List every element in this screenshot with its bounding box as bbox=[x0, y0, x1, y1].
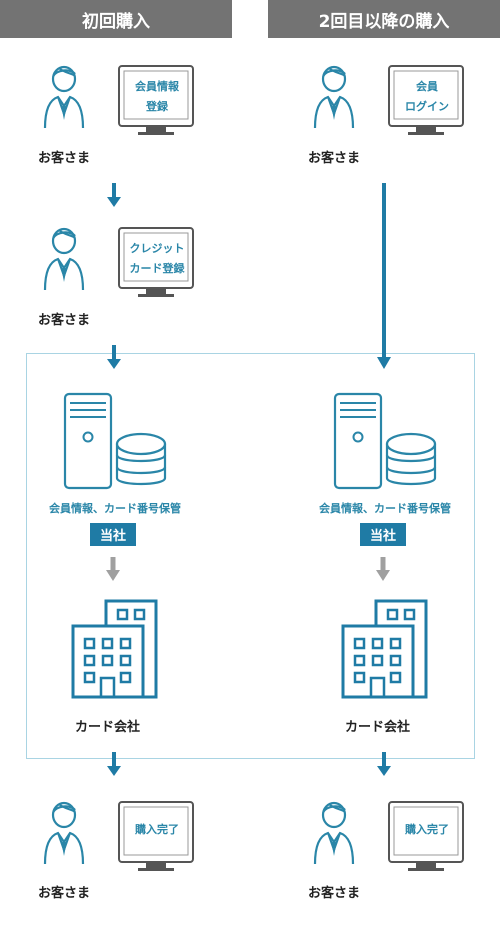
person-icon bbox=[43, 65, 85, 130]
building-icon bbox=[341, 599, 428, 699]
customer-label: お客さま bbox=[308, 151, 361, 166]
screen-purchase-done: 購入完了 bbox=[135, 823, 179, 836]
header-repeat-purchase: 2回目以降の購入 bbox=[268, 0, 500, 38]
arrow-down-icon bbox=[107, 345, 121, 369]
server-icon bbox=[63, 392, 113, 490]
arrow-down-icon bbox=[377, 183, 391, 369]
person-icon bbox=[43, 801, 85, 866]
arrow-down-icon bbox=[106, 557, 120, 581]
person-icon bbox=[43, 227, 85, 292]
company-badge: 当社 bbox=[90, 523, 136, 546]
company-badge: 当社 bbox=[360, 523, 406, 546]
building-icon bbox=[71, 599, 158, 699]
customer-label: お客さま bbox=[308, 886, 361, 901]
customer-label: お客さま bbox=[38, 886, 91, 901]
arrow-down-icon bbox=[107, 183, 121, 207]
database-icon bbox=[385, 432, 437, 486]
arrow-down-icon bbox=[377, 752, 391, 776]
screen-member-register: 会員情報登録 bbox=[135, 80, 179, 113]
database-icon bbox=[115, 432, 167, 486]
arrow-down-icon bbox=[376, 557, 390, 581]
company-section-frame bbox=[26, 353, 475, 759]
header-first-purchase: 初回購入 bbox=[0, 0, 232, 38]
screen-purchase-done: 購入完了 bbox=[405, 823, 449, 836]
storage-info-label: 会員情報、カード番号保管 bbox=[49, 502, 181, 515]
customer-label: お客さま bbox=[38, 313, 91, 328]
person-icon bbox=[313, 801, 355, 866]
server-icon bbox=[333, 392, 383, 490]
arrow-down-icon bbox=[107, 752, 121, 776]
screen-member-login: 会員ログイン bbox=[405, 80, 449, 113]
screen-credit-register: クレジットカード登録 bbox=[129, 242, 185, 275]
person-icon bbox=[313, 65, 355, 130]
card-company-label: カード会社 bbox=[345, 720, 411, 735]
customer-label: お客さま bbox=[38, 151, 91, 166]
storage-info-label: 会員情報、カード番号保管 bbox=[319, 502, 451, 515]
card-company-label: カード会社 bbox=[75, 720, 141, 735]
